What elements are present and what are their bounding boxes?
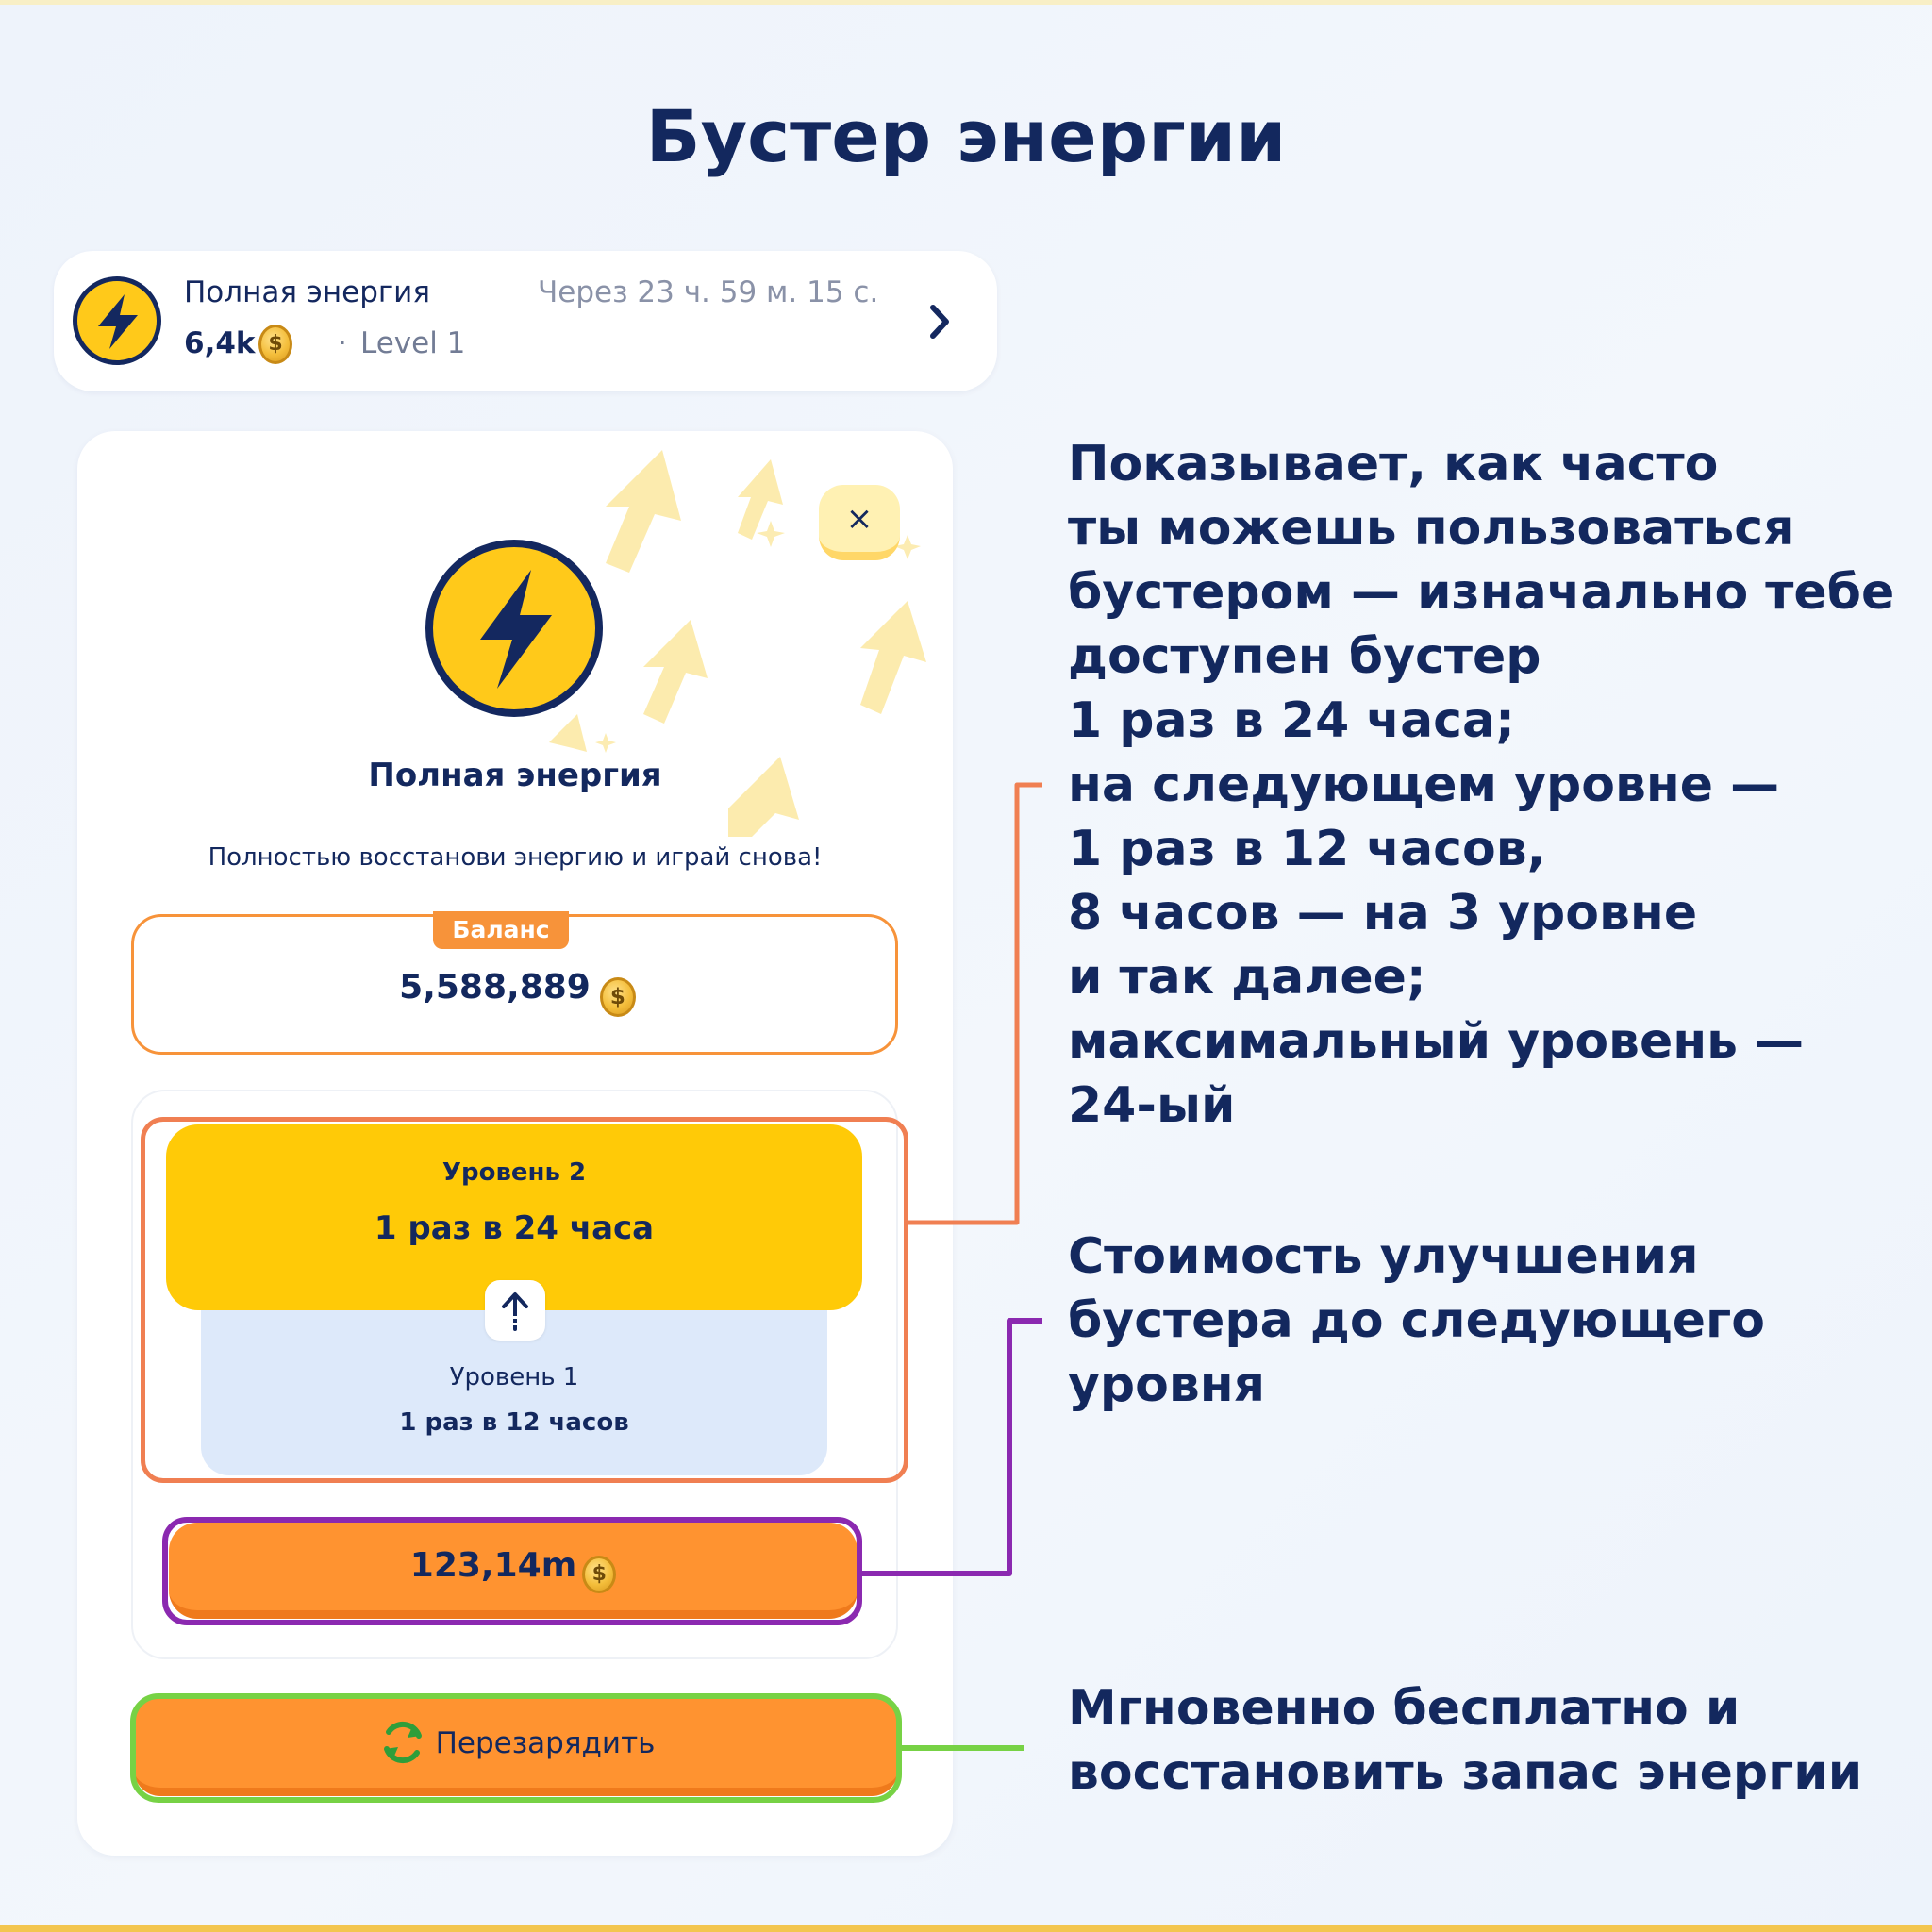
cooldown-timer: Через 23 ч. 59 м. 15 с.	[538, 275, 879, 309]
balance-value: 5,588,889	[399, 968, 591, 1007]
next-level-label: Уровень 2	[441, 1158, 587, 1187]
note-upgrade-cost: Стоимость улучшения бустера до следующег…	[1068, 1228, 1765, 1413]
current-level-label: Уровень 1	[449, 1363, 579, 1391]
close-button[interactable]: ×	[819, 485, 900, 560]
note-recharge: Мгновенно бесплатно и восстановить запас…	[1068, 1680, 1863, 1801]
page-title: Бустер энергии	[645, 94, 1287, 178]
upgrade-button[interactable]: 123,14m$	[169, 1523, 858, 1619]
coin-icon: $	[582, 1556, 617, 1593]
level-separator: ·	[338, 326, 347, 360]
recharge-button[interactable]: Перезарядить	[134, 1697, 898, 1796]
current-level-frequency: 1 раз в 12 часов	[399, 1408, 629, 1437]
coin-icon: $	[599, 977, 636, 1017]
booster-modal: × Полная энергия Полностью восстанови эн…	[77, 431, 953, 1856]
bottom-strip	[0, 1925, 1932, 1932]
next-level-card: Уровень 2 1 раз в 24 часа	[166, 1124, 862, 1310]
lightning-icon	[425, 540, 603, 717]
booster-row-full-energy[interactable]: Полная энергия 6,4k $ Level 1 · Через 23…	[54, 251, 997, 391]
booster-level: Level 1	[360, 326, 466, 360]
arrow-up-icon	[485, 1280, 545, 1341]
booster-cost: 6,4k	[184, 326, 256, 360]
balance-label: Баланс	[433, 911, 569, 949]
refresh-icon	[383, 1721, 422, 1764]
chevron-right-icon[interactable]	[922, 298, 959, 345]
lightning-icon	[73, 276, 161, 365]
booster-name: Полная энергия	[184, 275, 430, 309]
balance-value-row: 5,588,889$	[134, 968, 901, 1017]
modal-description: Полностью восстанови энергию и играй сно…	[208, 843, 823, 872]
note-frequency: Показывает, как часто ты можешь пользова…	[1068, 436, 1895, 1134]
balance-box: Баланс 5,588,889$	[131, 911, 901, 1055]
coin-icon: $	[258, 325, 292, 364]
top-strip	[0, 0, 1932, 5]
modal-title: Полная энергия	[368, 757, 662, 794]
recharge-label: Перезарядить	[435, 1726, 656, 1760]
next-level-frequency: 1 раз в 24 часа	[374, 1209, 655, 1247]
upgrade-cost: 123,14m	[409, 1546, 577, 1585]
